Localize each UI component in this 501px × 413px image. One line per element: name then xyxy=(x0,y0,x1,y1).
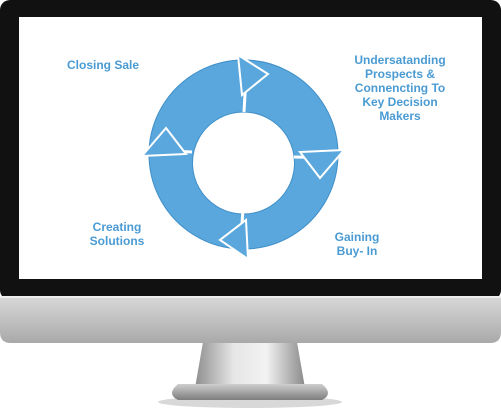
center-label: Ongoing Strategic Customer Management xyxy=(206,122,280,178)
stage-label-gaining-buy-in: Gaining Buy- In xyxy=(334,230,380,258)
cycle-arrow-top-right-icon xyxy=(236,53,270,113)
cycle-arrow-bottom-icon xyxy=(218,208,250,261)
cycle-diagram xyxy=(139,53,347,261)
stand-neck xyxy=(195,342,305,388)
stand-base xyxy=(172,384,328,400)
cycle-arrow-left-icon xyxy=(139,126,193,158)
cycle-arrow-right-icon xyxy=(293,148,347,180)
stage-label-closing-sale: Closing Sale xyxy=(66,58,140,72)
stage-label-understanding-prospects: Undersatanding Prospects & Connencting T… xyxy=(354,53,446,123)
monitor-chin xyxy=(0,296,501,343)
stage-label-creating-solutions: Creating Solutions xyxy=(89,220,145,248)
chin-highlight xyxy=(0,296,501,298)
